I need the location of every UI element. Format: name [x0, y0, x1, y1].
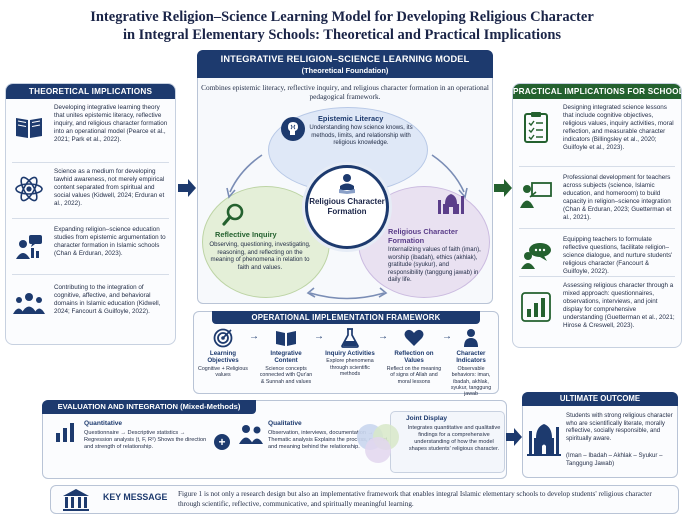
theoretical-item-text: Contributing to the integration of cogni… — [54, 284, 161, 315]
divider — [519, 228, 675, 229]
bar-chart-icon — [56, 423, 74, 442]
joint-display-text: Integrates quantitative and qualitative … — [407, 425, 501, 452]
magnifier-icon — [222, 203, 244, 226]
people-icon — [239, 425, 263, 444]
open-book-icon — [258, 328, 314, 348]
epistemic-text: Understanding how science knows, its met… — [309, 124, 413, 147]
practical-item-text: Assessing religious character through a … — [563, 282, 675, 329]
arrow-right-icon: → — [442, 331, 452, 342]
practical-item-text: Equipping teachers to formulate reflecti… — [563, 236, 673, 275]
person-icon — [446, 328, 496, 348]
step-desc: Science concepts connected with Qur'an &… — [259, 365, 313, 385]
venn-diagram-icon — [357, 424, 399, 463]
character-text: Internalizing values of faith (iman), wo… — [388, 246, 481, 284]
model-heading: INTEGRATIVE RELIGION–SCIENCE LEARNING MO… — [197, 50, 493, 78]
checklist-icon — [519, 110, 553, 144]
quantitative-title: Quantitative — [84, 420, 123, 427]
model-intro: Combines epistemic literacy, reflective … — [201, 83, 489, 101]
step-title: Learning Objectives — [207, 350, 239, 365]
student-reading-icon — [339, 174, 355, 194]
step-desc: Observable behaviors: iman, ibadah, akhl… — [450, 365, 492, 398]
quantitative-text: Questionnaire → Descriptive statistics →… — [84, 430, 207, 450]
step-character-indicators: Character Indicators Observable behavior… — [446, 328, 496, 398]
divider — [519, 166, 675, 167]
theoretical-item-text: Developing integrative learning theory t… — [54, 104, 168, 143]
bar-chart-icon — [519, 290, 553, 324]
step-title: Character Indicators — [456, 350, 486, 365]
qualitative-text: Observation, interviews, documentation →… — [268, 430, 389, 450]
practical-heading: PRACTICAL IMPLICATIONS FOR SCHOOLS — [513, 84, 681, 99]
step-desc: Cognitive + Religious values — [198, 365, 248, 379]
outcome-text: Students with strong religious character… — [566, 412, 673, 442]
target-icon — [197, 328, 249, 348]
divider — [519, 276, 675, 277]
plus-icon: + — [214, 434, 230, 450]
theoretical-implications-panel: THEORETICAL IMPLICATIONS Developing inte… — [5, 83, 176, 345]
arrow-right-icon — [178, 179, 196, 197]
step-integrative-content: Integrative Content Science concepts con… — [258, 328, 314, 385]
speech-icon — [519, 238, 553, 272]
model-title: INTEGRATIVE RELIGION–SCIENCE LEARNING MO… — [220, 54, 470, 64]
title-line-2: in Integral Elementary Schools: Theoreti… — [122, 27, 562, 43]
theoretical-item-text: Science as a medium for developing tawhi… — [54, 168, 165, 207]
joint-display-title: Joint Display — [406, 415, 448, 422]
page-title: Integrative Religion–Science Learning Mo… — [0, 8, 684, 44]
title-line-1: Integrative Religion–Science Learning Mo… — [90, 9, 594, 25]
divider — [12, 162, 169, 163]
mosque-icon — [527, 424, 561, 456]
step-reflection-on-values: Reflection on Values Reflect on the mean… — [385, 328, 443, 385]
step-inquiry-activities: Inquiry Activities Explore phenomena thr… — [322, 328, 378, 378]
heart-icon — [385, 328, 443, 348]
model-subtitle: (Theoretical Foundation) — [301, 66, 389, 75]
divider — [12, 218, 169, 219]
step-title: Integrative Content — [270, 350, 302, 365]
arrow-right-icon — [506, 428, 522, 446]
discussion-icon — [12, 230, 46, 264]
brain-icon — [281, 117, 305, 141]
operational-framework-panel — [193, 311, 499, 394]
evaluation-heading: EVALUATION AND INTEGRATION (Mixed-Method… — [42, 400, 256, 414]
flask-icon — [322, 328, 378, 348]
step-desc: Explore phenomena through scientific met… — [326, 358, 374, 378]
step-title: Reflection on Values — [394, 350, 434, 365]
step-title: Inquiry Activities — [325, 350, 375, 357]
key-message-label: KEY MESSAGE — [103, 492, 168, 502]
operational-heading: OPERATIONAL IMPLEMENTATION FRAMEWORK — [212, 311, 480, 324]
divider — [12, 274, 169, 275]
theoretical-item-text: Expanding religion–science education stu… — [54, 226, 166, 257]
epistemic-title: Epistemic Literacy — [318, 114, 384, 123]
mosque-icon — [438, 194, 464, 214]
practical-item-text: Professional development for teachers ac… — [563, 174, 672, 221]
joint-display-box — [390, 411, 505, 473]
outcome-heading: ULTIMATE OUTCOME — [522, 392, 678, 406]
key-message-text: Figure 1 is not only a research design b… — [178, 490, 652, 508]
reflective-text: Observing, questioning, investigating, r… — [209, 241, 311, 271]
atom-icon — [12, 172, 46, 206]
character-title: Religious Character Formation — [388, 227, 458, 245]
arrow-right-icon: → — [378, 331, 388, 342]
step-learning-objectives: Learning Objectives Cognitive + Religiou… — [197, 328, 249, 379]
practical-item-text: Designing integrated science lessons tha… — [563, 104, 674, 151]
arrow-right-icon — [494, 179, 512, 197]
book-icon — [12, 110, 46, 144]
reflective-title: Reflective Inquiry — [215, 230, 277, 239]
institution-icon — [63, 489, 89, 511]
outcome-values: (Iman – Ibadah – Akhlak – Syukur – Tangg… — [566, 452, 663, 467]
step-desc: Reflect on the meaning of signs of Allah… — [386, 365, 442, 385]
theoretical-heading: THEORETICAL IMPLICATIONS — [6, 84, 175, 99]
arrow-right-icon: → — [314, 331, 324, 342]
practical-implications-panel: PRACTICAL IMPLICATIONS FOR SCHOOLS Desig… — [512, 83, 682, 348]
core-label: Religious Character Formation — [309, 197, 385, 216]
key-message-panel — [50, 485, 679, 514]
qualitative-title: Qualitative — [268, 420, 302, 427]
arrow-right-icon: → — [249, 331, 259, 342]
teacher-icon — [519, 178, 553, 212]
cycle-arrows — [226, 154, 468, 300]
group-icon — [12, 286, 46, 320]
